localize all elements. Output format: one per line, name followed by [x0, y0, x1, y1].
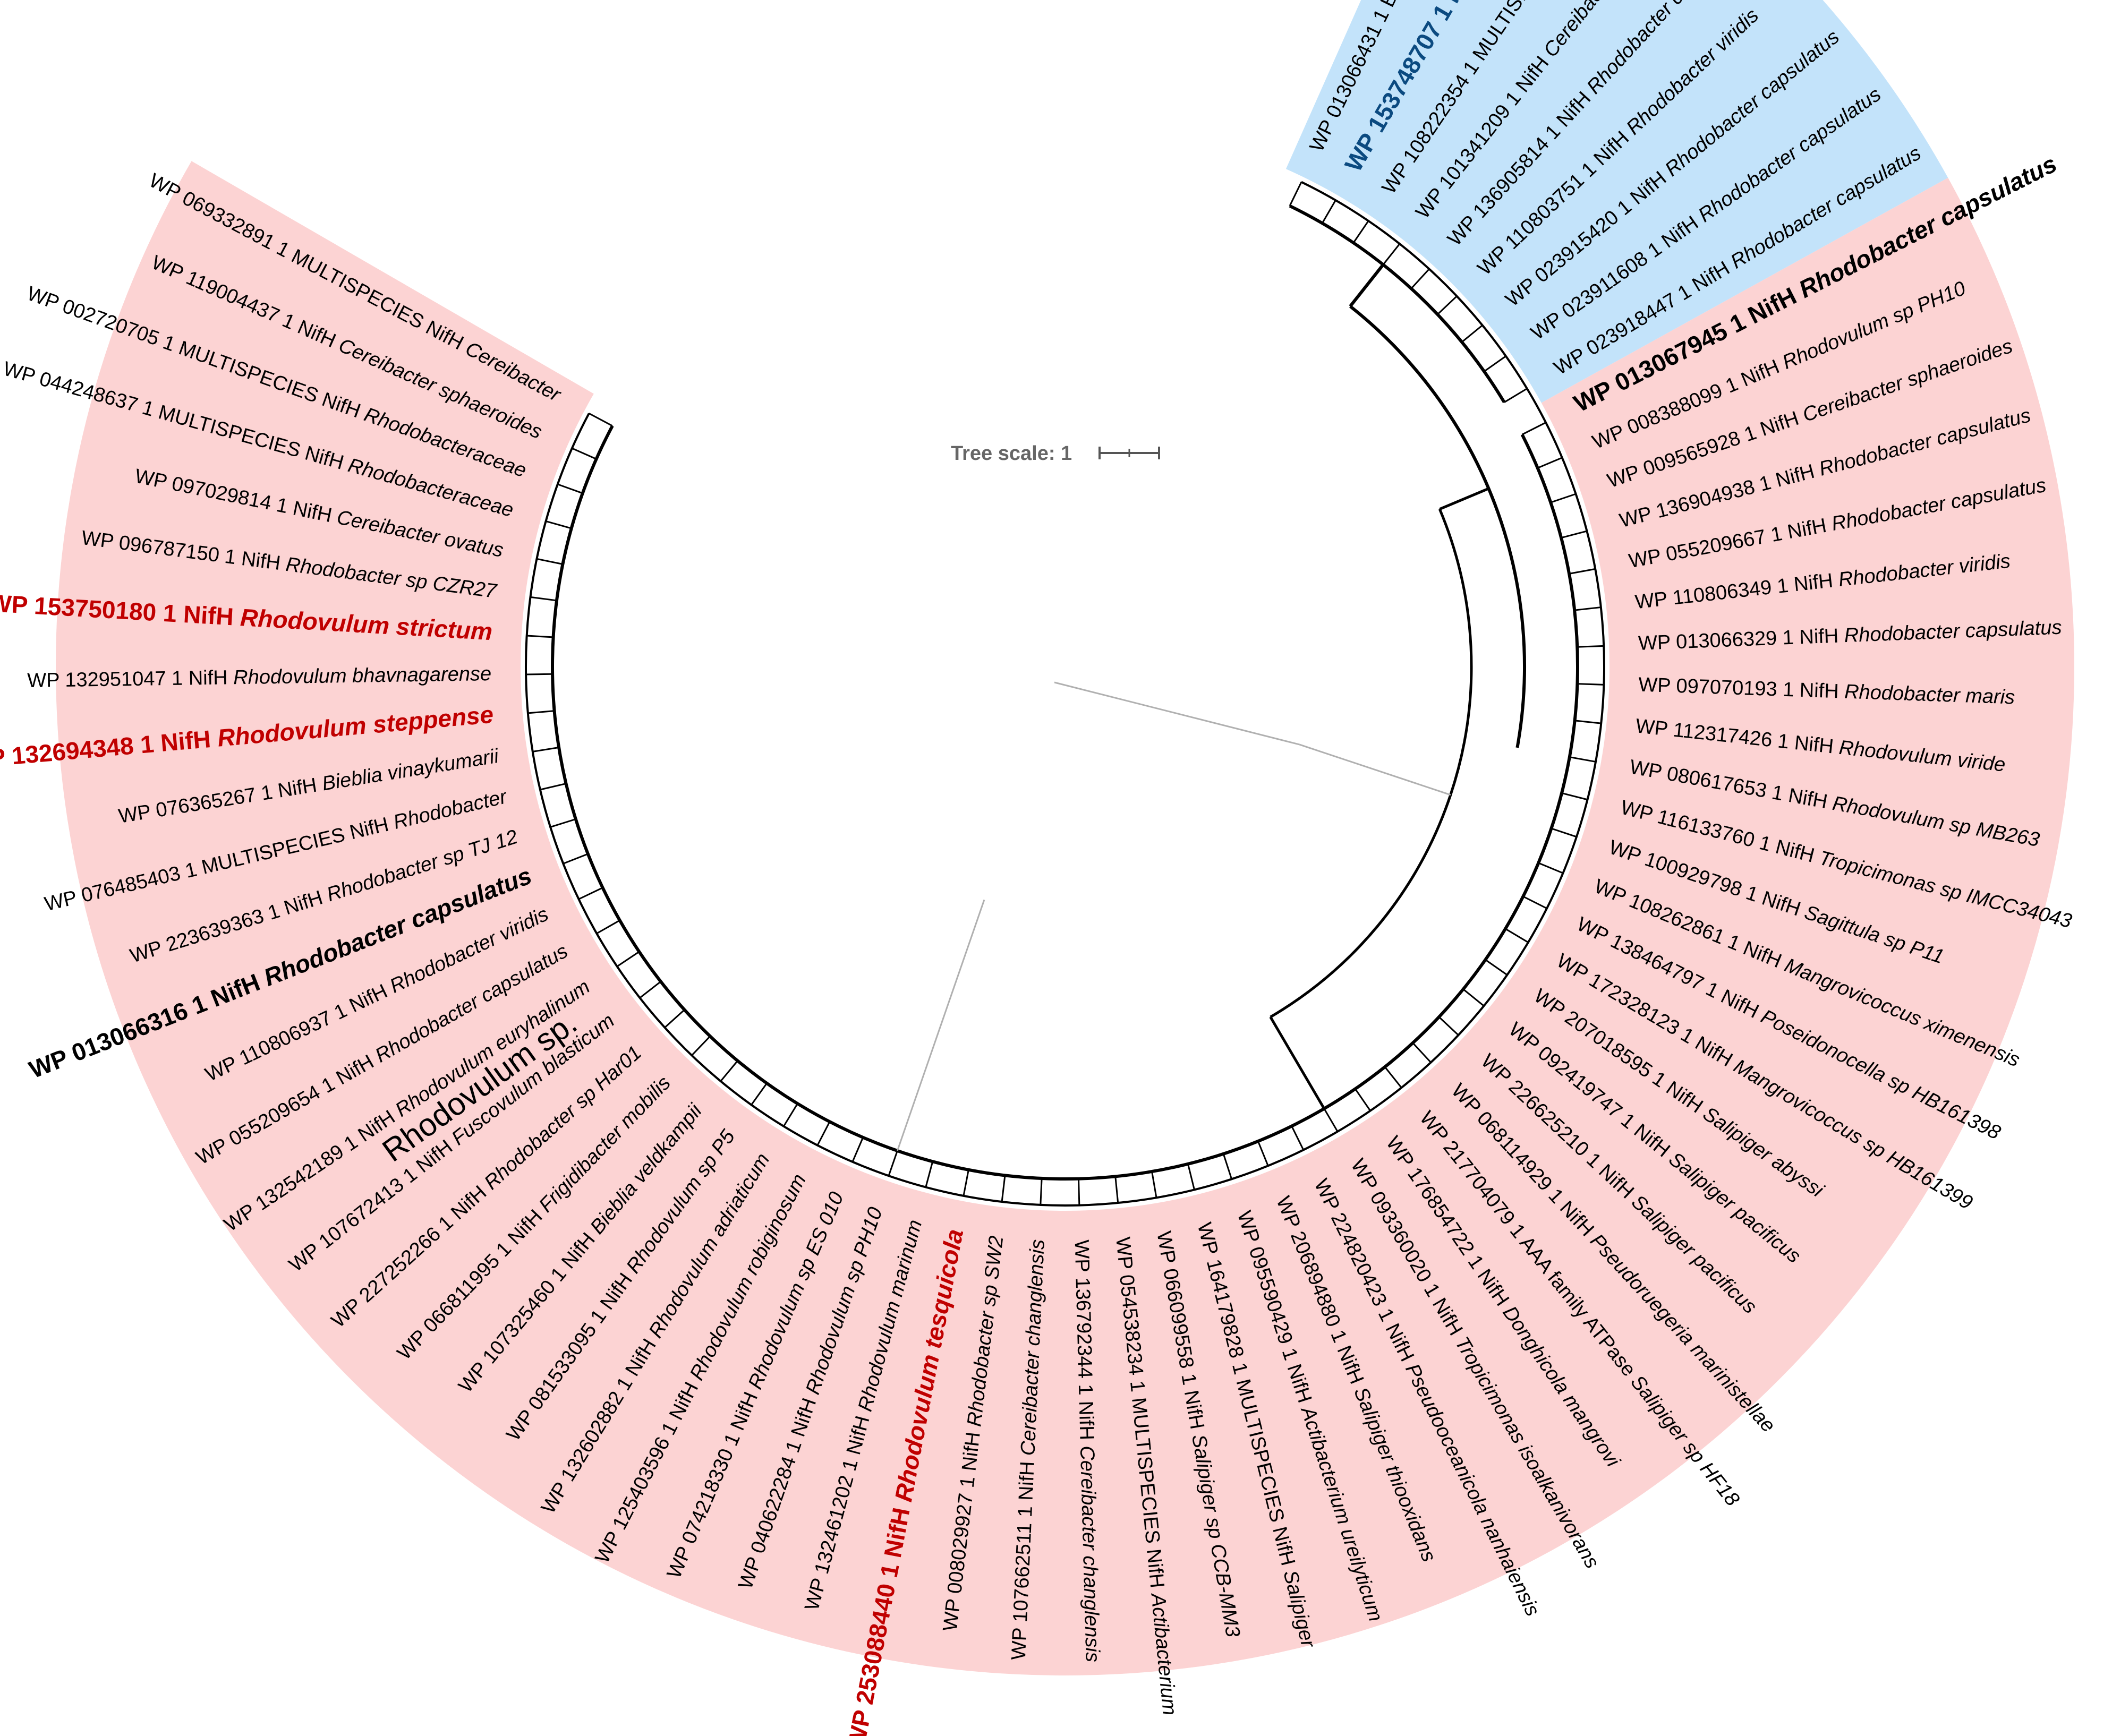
tip-branch	[563, 853, 589, 865]
inner-branch	[1349, 305, 1526, 748]
tip-branch	[691, 1036, 711, 1056]
tree-branches	[525, 181, 1605, 1207]
leaf-accession: WP 132951047 1 NifH	[27, 666, 234, 692]
inner-stem-branch	[1269, 1016, 1325, 1109]
tree-scale-label: Tree scale: 1	[951, 442, 1072, 465]
leaf-label: WP 132951047 1 NifH Rhodovulum bhavnagar…	[27, 663, 491, 692]
tree-scale: Tree scale: 1	[951, 442, 1160, 465]
tip-branch	[1577, 645, 1604, 648]
tip-branch	[550, 818, 576, 828]
tip-branch	[1574, 606, 1602, 611]
tip-branch	[557, 483, 583, 494]
tip-branch	[1384, 1066, 1402, 1089]
tip-branch	[1323, 1108, 1339, 1132]
tip-branch	[851, 1137, 864, 1162]
tip-branch	[925, 1161, 934, 1187]
tip-branch	[963, 1169, 969, 1196]
tip-branch	[578, 887, 603, 900]
tip-branch	[546, 520, 572, 529]
tip-branch	[1538, 862, 1564, 874]
tip-branch	[1537, 457, 1563, 469]
tip-branch	[1569, 568, 1596, 575]
tip-branch	[1289, 182, 1302, 207]
tip-branch	[1151, 1171, 1157, 1198]
tip-branch	[532, 746, 559, 752]
tip-branch	[530, 596, 557, 602]
tip-branch	[1291, 1125, 1305, 1151]
tip-ring-branch	[525, 181, 1605, 1207]
tip-branch	[1485, 959, 1508, 976]
tip-branch	[751, 1083, 768, 1106]
inner-stem-branch	[1439, 487, 1489, 511]
inner-branch	[1270, 508, 1473, 1019]
blue-clade-band	[1285, 0, 1948, 403]
tip-branch	[1321, 200, 1336, 224]
root-branch	[1054, 681, 1300, 746]
tip-branch	[1222, 1153, 1233, 1179]
tip-branch	[1504, 388, 1528, 403]
tip-branch	[572, 447, 597, 460]
tip-branch	[536, 558, 563, 565]
tip-branch	[1505, 928, 1529, 943]
tip-branch	[1257, 1141, 1269, 1166]
tip-branch	[596, 919, 620, 935]
tip-branch	[1412, 1042, 1432, 1063]
tip-branch	[783, 1103, 798, 1127]
tip-branch	[1001, 1175, 1006, 1202]
tip-branch	[1382, 243, 1401, 266]
tip-branch	[1040, 1178, 1043, 1205]
tip-branch	[1352, 220, 1369, 244]
tip-branch	[1484, 355, 1506, 372]
tip-branch	[1577, 683, 1604, 686]
tip-branch	[1114, 1176, 1119, 1203]
tip-branch	[888, 1150, 898, 1176]
tip-branch	[527, 710, 555, 714]
tip-branch	[589, 413, 613, 427]
tip-branch	[526, 635, 553, 638]
tip-branch	[1462, 988, 1485, 1007]
leaf-label: WP 136792344 1 NifH Cereibacter changlen…	[1070, 1239, 1104, 1662]
tip-branch	[1437, 295, 1458, 315]
clade-background-bands	[55, 0, 2075, 1676]
clade-stem-branch	[1349, 263, 1385, 307]
tip-branch	[1522, 895, 1547, 909]
tip-branch	[639, 981, 661, 999]
pink-clade-band	[55, 161, 2075, 1676]
tip-branch	[1461, 324, 1483, 343]
tip-branch	[816, 1121, 831, 1146]
root-branch	[1299, 743, 1451, 796]
tip-branch	[720, 1060, 738, 1082]
tip-branch	[540, 783, 566, 791]
tip-branch	[1355, 1088, 1371, 1111]
tip-branch	[1561, 530, 1587, 539]
tip-branch	[1551, 827, 1577, 838]
tip-branch	[616, 951, 640, 968]
tip-branch	[1550, 493, 1577, 503]
tip-branch	[1574, 720, 1602, 724]
root-branch	[896, 899, 985, 1151]
tip-branch	[1438, 1016, 1459, 1036]
blue-clade-branch	[1289, 204, 1506, 404]
leaf-accession: WP 136792344 1 NifH	[1070, 1239, 1098, 1446]
tip-branch	[1569, 756, 1596, 763]
tip-branch	[1561, 792, 1588, 801]
pink-clade-branch	[551, 425, 1579, 1181]
tip-branch	[1521, 422, 1546, 435]
tip-branch	[664, 1009, 685, 1029]
leaf-organism: Rhodovulum bhavnagarense	[233, 663, 491, 689]
tip-branch	[1410, 268, 1430, 289]
tip-branch	[1187, 1164, 1195, 1190]
